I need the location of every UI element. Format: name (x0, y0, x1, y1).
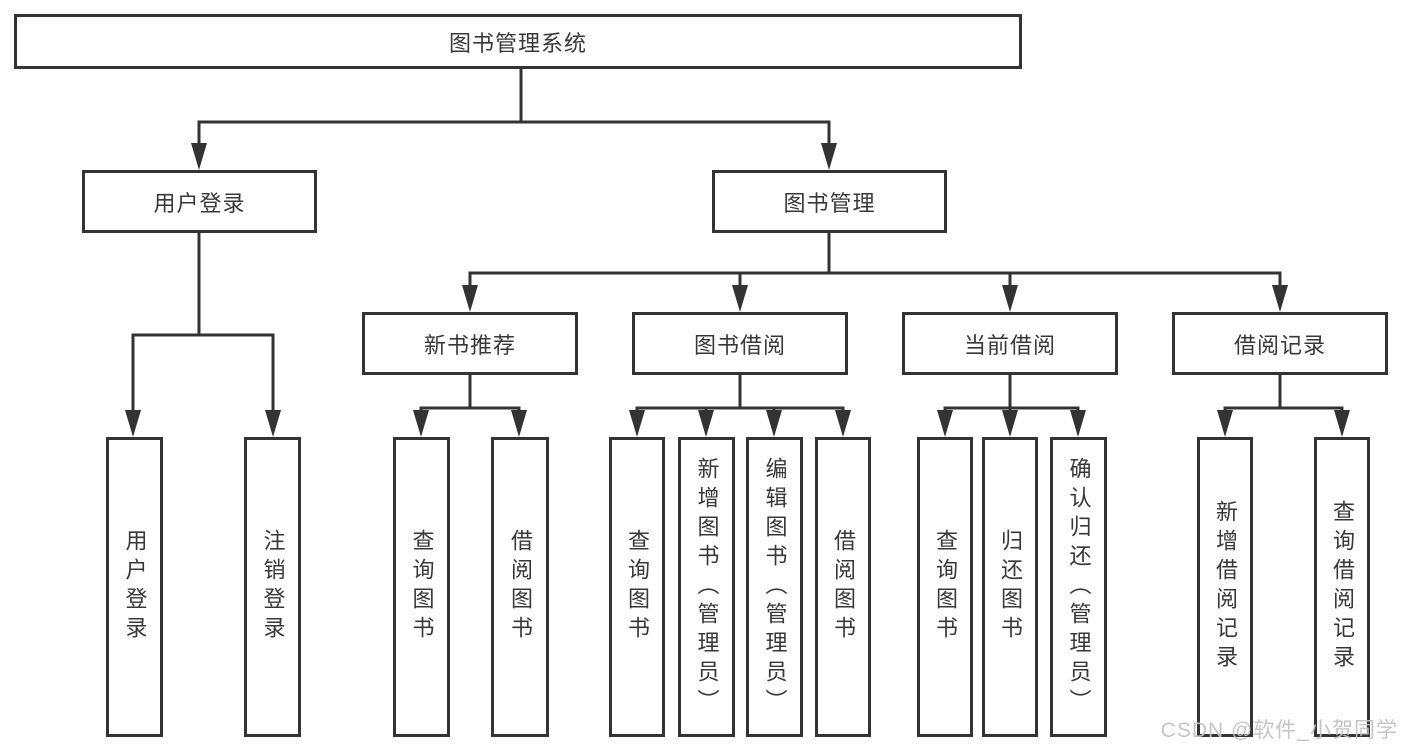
leaf-confirm-return-admin: 确认归还（管理员） (1050, 437, 1107, 737)
node-user-login: 用户登录 (82, 170, 317, 233)
node-new-book-recommendation: 新书推荐 (362, 312, 578, 375)
leaf-query-borrow-record: 查询借阅记录 (1314, 437, 1370, 737)
node-current-borrowing: 当前借阅 (902, 312, 1118, 375)
node-book-borrowing: 图书借阅 (632, 312, 848, 375)
leaf-query-books-newbooks: 查询图书 (393, 437, 450, 737)
leaf-edit-books-admin: 编辑图书（管理员） (746, 437, 803, 737)
leaf-query-books-borrowing: 查询图书 (609, 437, 665, 737)
leaf-query-books-current: 查询图书 (917, 437, 973, 737)
leaf-return-books: 归还图书 (982, 437, 1038, 737)
leaf-add-books-admin: 新增图书（管理员） (678, 437, 735, 737)
node-library-management-system: 图书管理系统 (14, 14, 1022, 69)
node-borrowing-records: 借阅记录 (1172, 312, 1388, 375)
leaf-add-borrow-record: 新增借阅记录 (1197, 437, 1253, 737)
leaf-borrow-books-newbooks: 借阅图书 (491, 437, 549, 737)
csdn-watermark: CSDN @软件_小贺同学 (1160, 719, 1398, 742)
leaf-borrow-books-borrowing: 借阅图书 (815, 437, 871, 737)
leaf-logout: 注销登录 (244, 437, 301, 737)
leaf-user-login: 用户登录 (106, 437, 163, 737)
node-book-management: 图书管理 (712, 170, 947, 233)
